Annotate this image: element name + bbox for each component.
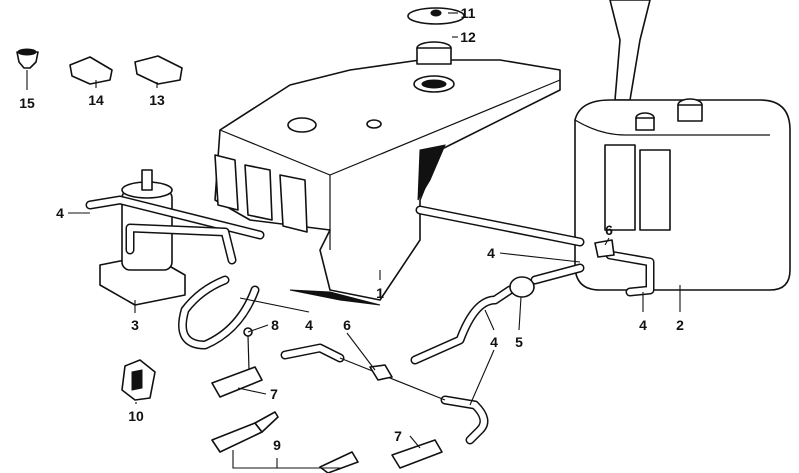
callout-7-left: 7 bbox=[270, 386, 278, 402]
nozzle-part-7 bbox=[211, 366, 443, 469]
seal-ring-part-12 bbox=[413, 41, 455, 93]
clip-part-14 bbox=[69, 56, 113, 85]
callout-13: 13 bbox=[149, 92, 165, 108]
nozzle-part-9 bbox=[211, 411, 359, 473]
pump-part-3 bbox=[99, 169, 186, 306]
callout-1: 1 bbox=[376, 285, 384, 301]
callout-4-reservoir-hose: 4 bbox=[639, 317, 647, 333]
callout-3: 3 bbox=[131, 317, 139, 333]
screw-part-8 bbox=[243, 327, 253, 371]
grommet-part-15 bbox=[16, 48, 39, 69]
callout-4-pump-hose: 4 bbox=[56, 205, 64, 221]
callout-14: 14 bbox=[88, 92, 104, 108]
callout-4-tank-hose: 4 bbox=[487, 245, 495, 261]
callout-8: 8 bbox=[271, 317, 279, 333]
callout-12: 12 bbox=[460, 29, 476, 45]
filler-cap-part-11 bbox=[407, 7, 465, 25]
callout-9: 9 bbox=[273, 437, 281, 453]
callout-15: 15 bbox=[19, 95, 35, 111]
callout-6-upper: 6 bbox=[605, 222, 613, 238]
callout-4-right-hose: 4 bbox=[490, 334, 498, 350]
callout-7-right: 7 bbox=[394, 428, 402, 444]
hoses-part-4 bbox=[85, 195, 655, 445]
clip-part-13 bbox=[134, 55, 183, 85]
callout-11: 11 bbox=[461, 5, 476, 21]
callout-10: 10 bbox=[128, 408, 144, 424]
callout-2: 2 bbox=[676, 317, 684, 333]
callout-6-lower: 6 bbox=[343, 317, 351, 333]
callouts: 11 12 15 14 13 4 4 6 3 1 8 4 6 4 5 4 2 7… bbox=[19, 5, 684, 453]
leader-lines bbox=[26, 12, 681, 469]
reservoir-tank-part-2 bbox=[574, 0, 791, 291]
callout-4-loop-hose: 4 bbox=[305, 317, 313, 333]
callout-5: 5 bbox=[515, 334, 523, 350]
check-valve-part-5 bbox=[509, 276, 535, 298]
t-connector-part-6 bbox=[369, 239, 615, 381]
clip-part-10 bbox=[121, 359, 156, 401]
washer-tank-part-1 bbox=[214, 59, 561, 306]
